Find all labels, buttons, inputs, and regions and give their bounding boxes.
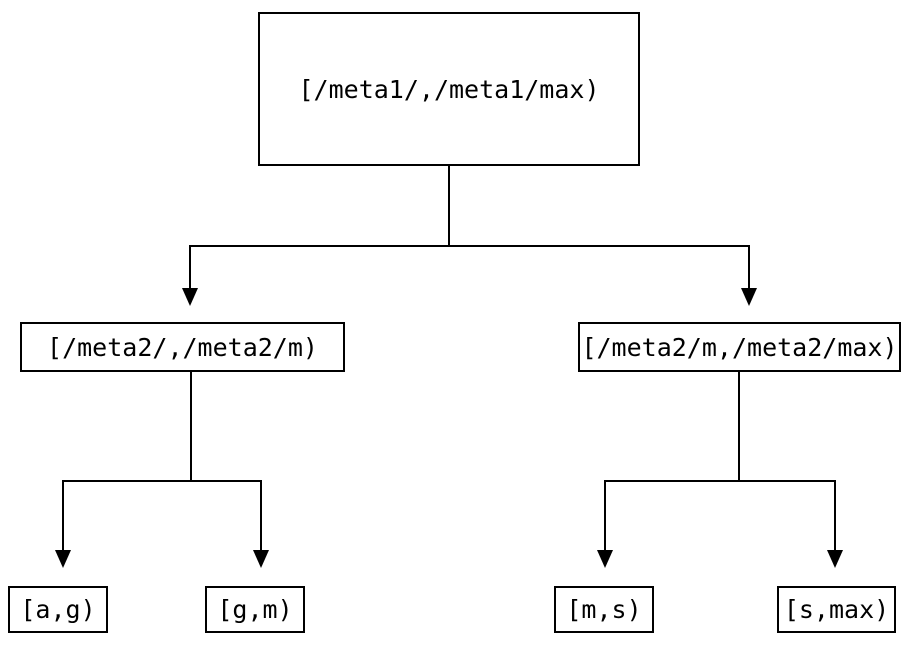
edge-root-stem (448, 166, 450, 245)
edge-mid-left-to-leaf-2-drop (260, 480, 262, 552)
arrowhead-mid-right-to-leaf-3-icon (597, 550, 613, 568)
node-leaf-3-label: [m,s) (566, 595, 642, 624)
edge-root-to-mid-left-drop (189, 245, 191, 290)
node-root-label: [/meta1/,/meta1/max) (298, 74, 600, 104)
arrowhead-root-to-mid-left-icon (182, 288, 198, 306)
arrowhead-mid-left-to-leaf-1-icon (55, 550, 71, 568)
node-leaf-4-label: [s,max) (783, 595, 890, 624)
edge-mid-right-to-leaf-3-drop (604, 480, 606, 552)
edge-mid-right-to-leaf-4-drop (834, 480, 836, 552)
node-mid-right-label: [/meta2/m,/meta2/max) (581, 332, 898, 362)
node-leaf-1[interactable]: [a,g) (8, 586, 108, 633)
arrowhead-mid-right-to-leaf-4-icon (827, 550, 843, 568)
node-leaf-1-label: [a,g) (20, 595, 96, 624)
edge-mid-left-bus (62, 480, 262, 482)
arrowhead-mid-left-to-leaf-2-icon (253, 550, 269, 568)
edge-mid-left-to-leaf-1-drop (62, 480, 64, 552)
node-leaf-2[interactable]: [g,m) (205, 586, 305, 633)
edge-root-bus (189, 245, 750, 247)
node-leaf-4[interactable]: [s,max) (777, 586, 896, 633)
node-leaf-2-label: [g,m) (217, 595, 293, 624)
node-root[interactable]: [/meta1/,/meta1/max) (258, 12, 640, 166)
edge-root-to-mid-right-drop (748, 245, 750, 290)
node-mid-left-label: [/meta2/,/meta2/m) (47, 332, 318, 362)
edge-mid-left-stem (190, 372, 192, 482)
node-mid-right[interactable]: [/meta2/m,/meta2/max) (578, 322, 901, 372)
node-leaf-3[interactable]: [m,s) (554, 586, 654, 633)
arrowhead-root-to-mid-right-icon (741, 288, 757, 306)
edge-mid-right-bus (604, 480, 836, 482)
node-mid-left[interactable]: [/meta2/,/meta2/m) (20, 322, 345, 372)
edge-mid-right-stem (738, 372, 740, 482)
